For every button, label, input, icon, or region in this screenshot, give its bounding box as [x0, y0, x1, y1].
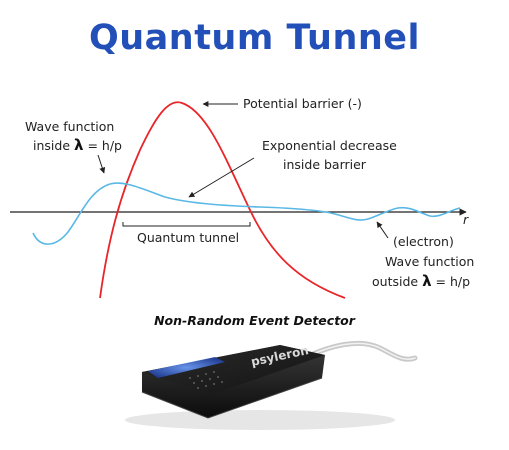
event-detector-device: psyleron — [125, 340, 418, 430]
wave-function-curve — [32, 182, 461, 245]
axis-r-label: r — [463, 212, 469, 227]
quantum-tunnel-bracket — [122, 222, 251, 227]
wave-inside-arrow — [97, 154, 106, 174]
exp-decrease-label-line1: Exponential decrease — [262, 138, 397, 153]
wave-outside-label-line1: Wave function — [385, 254, 474, 269]
page-title: Quantum Tunnel — [88, 18, 421, 58]
potential-barrier-curve — [99, 101, 346, 299]
led-glow — [148, 357, 225, 378]
exp-decrease-label-line2: inside barrier — [283, 157, 367, 172]
electron-arrow — [376, 221, 389, 239]
exp-decrease-arrow — [188, 157, 255, 198]
wave-outside-label-line2: outside λ = h/p — [372, 272, 470, 290]
wave-inside-label-line2: inside λ = h/p — [33, 136, 122, 154]
wave-inside-label-line1: Wave function — [25, 119, 114, 134]
potential-barrier-label: Potential barrier (-) — [243, 96, 362, 111]
electron-label: (electron) — [393, 234, 454, 249]
quantum-tunnel-label: Quantum tunnel — [137, 230, 239, 245]
device-caption: Non-Random Event Detector — [154, 313, 355, 328]
